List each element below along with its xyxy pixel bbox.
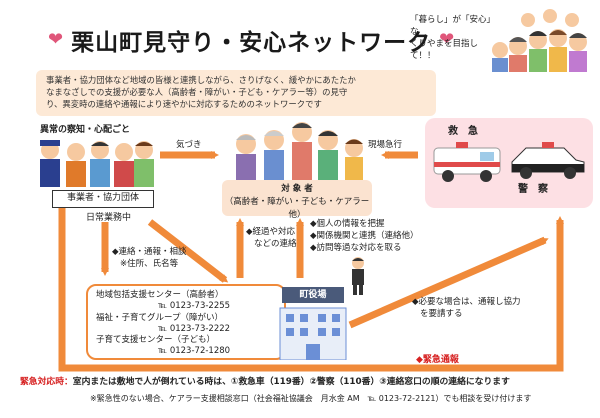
- town-actions: ◆個人の情報を把握 ◆関係機関と連携（連絡他） ◆訪問等過な対応を取る: [310, 218, 419, 254]
- target-box: 対 象 者 （高齢者・障がい・子ども・ケアラー他）: [222, 180, 372, 220]
- center-tel-2: ℡ 0123-73-2222: [158, 323, 231, 334]
- slogan-line-2: くりやまを目指して！！: [410, 39, 479, 61]
- police-car-icon: [511, 142, 585, 179]
- emergency-request-2: を要請する: [420, 309, 463, 319]
- via-label: ◆経過や対応: [246, 227, 296, 237]
- heart-icon: ❤: [439, 29, 455, 50]
- heart-icon: ❤: [48, 29, 64, 50]
- contact-note: ◆連絡・通報・相談 ※住所、氏名等: [112, 246, 187, 270]
- contact-info-note: ※住所、氏名等: [120, 259, 179, 269]
- town-hall-sign: 町役場: [282, 287, 344, 303]
- emergency-label: 緊急対応時：: [20, 377, 73, 387]
- contact-list-label: ◆連絡・通報・相談: [112, 247, 187, 257]
- town-action-3: ◆訪問等過な対応を取る: [310, 243, 402, 253]
- business-heading: 異常の察知・心配ごと: [40, 125, 131, 135]
- page-title: 栗山町見守り・安心ネットワーク: [71, 30, 432, 56]
- slogan: 「暮らし」が「安心」な くりやまを目指して！！: [410, 14, 500, 62]
- business-workers-illustration: [40, 140, 154, 187]
- emergency-instructions: 室内または敷地で人が倒れている時は、①救急車（119番）②警察（110番）③連絡…: [72, 377, 510, 387]
- intro-text: 事業者・協力団体など地域の皆様と連携しながら、さりげなく、緩やかにあたたか なま…: [36, 70, 436, 116]
- center-tel-1: ℡ 0123-73-2255: [158, 301, 231, 312]
- via-note: ◆経過や対応 などの連絡: [246, 226, 297, 250]
- title-row: ❤ 栗山町見守り・安心ネットワーク ❤: [48, 22, 454, 58]
- emergency-report-label: ◆緊急通報: [416, 355, 459, 365]
- intro-line-2: なまなざしでの支援が必要な人（高齢者・障がい・子ども・ケアラー等）の見守: [46, 87, 348, 97]
- consultation-centers-box: 地域包括支援センター（高齢者） ℡ 0123-73-2255 福祉・子育てグルー…: [86, 284, 286, 360]
- center-row-3: 子育て支援センター（子ども）: [96, 335, 216, 346]
- intro-line-3: り、異変時の連絡や通報により速やかに対応するためのネットワークです: [46, 99, 322, 109]
- town-hall-building-icon: [279, 307, 347, 360]
- target-residents-illustration: [236, 122, 363, 182]
- ambulance-label: 救 急: [448, 126, 478, 137]
- staff-person-illustration: [352, 257, 364, 295]
- center-row-1: 地域包括支援センター（高齢者）: [96, 290, 224, 300]
- ambulance-icon: [433, 142, 501, 182]
- emergency-request-note: ◆必要な場合は、通報し協力 を要請する: [412, 296, 521, 320]
- emergency-footer: 緊急対応時：室内または敷地で人が倒れている時は、①救急車（119番）②警察（11…: [20, 376, 590, 388]
- target-sub-label: （高齢者・障がい・子ども・ケアラー他）: [224, 197, 370, 220]
- rush-label: 現場急行: [368, 140, 403, 150]
- intro-line-1: 事業者・協力団体など地域の皆様と連携しながら、さりげなく、緩やかにあたたか: [46, 75, 356, 85]
- via-label-2: などの連絡: [254, 239, 297, 249]
- residents-illustration: [492, 9, 587, 72]
- business-group-tag: 事業者・協力団体: [52, 190, 154, 208]
- center-tel-3: ℡ 0123-72-1280: [158, 346, 231, 357]
- footer-note: ※緊急性のない場合、ケアラー支援相談窓口（社会福祉協議会 月水金 AM ℡ 01…: [90, 394, 532, 403]
- notice-label: 気づき: [176, 140, 202, 150]
- center-row-2: 福祉・子育てグループ（障がい）: [96, 312, 223, 323]
- town-action-1: ◆個人の情報を把握: [310, 219, 385, 229]
- town-action-2: ◆関係機関と連携（連絡他）: [310, 231, 419, 241]
- daily-work-label: 日常業務中: [86, 213, 132, 223]
- emergency-request-1: ◆必要な場合は、通報し協力: [412, 297, 521, 307]
- target-label: 対 象 者: [281, 184, 313, 194]
- police-label: 警 察: [518, 184, 548, 195]
- slogan-line-1: 「暮らし」が「安心」な: [410, 15, 496, 37]
